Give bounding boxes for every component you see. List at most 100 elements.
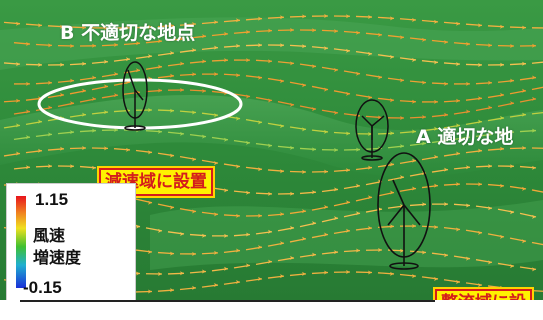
flow-vector-head bbox=[280, 212, 284, 217]
flow-vector-head bbox=[16, 21, 20, 26]
flow-vector-head bbox=[202, 59, 206, 64]
flow-vector-head bbox=[312, 190, 316, 195]
flow-vector-head bbox=[180, 61, 184, 66]
flow-vector-head bbox=[368, 165, 372, 170]
flow-vector-head bbox=[92, 128, 96, 133]
flow-vector-head bbox=[290, 191, 294, 196]
flow-vector-head bbox=[26, 165, 30, 170]
flow-vector-head bbox=[214, 45, 218, 50]
flow-vector-head bbox=[246, 94, 250, 99]
flow-vector-head bbox=[390, 162, 394, 167]
flow-vector-head bbox=[136, 68, 140, 73]
flow-vector-head bbox=[70, 43, 74, 48]
flow-vector-head bbox=[246, 58, 250, 63]
flow-vector-head bbox=[60, 62, 64, 67]
flow-vector bbox=[531, 111, 543, 115]
legend-min-value: -0.15 bbox=[23, 278, 62, 297]
flow-vector-head bbox=[346, 91, 350, 96]
flow-vector-head bbox=[378, 75, 382, 80]
flow-vector-head bbox=[290, 102, 294, 107]
flow-vector-head bbox=[456, 62, 460, 67]
flow-vector-head bbox=[312, 64, 316, 69]
flow-vector-head bbox=[214, 283, 218, 288]
flow-vector-head bbox=[236, 43, 240, 48]
flow-vector-head bbox=[488, 80, 492, 85]
flow-vector-head bbox=[268, 229, 272, 234]
flow-vector-head bbox=[390, 55, 394, 60]
flow-vector-head bbox=[158, 88, 162, 93]
flow-vector-head bbox=[422, 37, 426, 42]
flow-vector-head bbox=[258, 167, 262, 172]
flow-vector-head bbox=[488, 105, 492, 110]
flow-vector-head bbox=[280, 124, 284, 129]
flow-vector-head bbox=[466, 81, 470, 86]
flow-vector-head bbox=[70, 164, 74, 169]
flow-vector-head bbox=[456, 123, 460, 128]
flow-vector-head bbox=[346, 200, 350, 205]
flow-vector-head bbox=[412, 186, 416, 191]
wind-turbine-icon bbox=[355, 99, 389, 161]
flow-vector-head bbox=[224, 137, 228, 142]
flow-vector bbox=[531, 86, 543, 91]
flow-vector-head bbox=[500, 234, 504, 239]
flow-vector-head bbox=[246, 29, 250, 34]
flow-vector-head bbox=[312, 221, 316, 226]
flow-vector-head bbox=[466, 165, 470, 170]
flow-vector-head bbox=[422, 115, 426, 120]
flow-vector-head bbox=[356, 211, 360, 216]
flow-vector-head bbox=[258, 43, 262, 48]
flow-vector-head bbox=[444, 40, 448, 45]
flow-vector-head bbox=[412, 17, 416, 22]
flow-vector-head bbox=[532, 75, 536, 80]
flow-vector-head bbox=[422, 80, 426, 85]
flow-vector-head bbox=[478, 283, 482, 288]
flow-vector-head bbox=[170, 73, 174, 78]
flow-vector-head bbox=[246, 232, 250, 237]
flow-vector-head bbox=[510, 264, 514, 269]
flow-vector-head bbox=[510, 164, 514, 169]
flow-vector-head bbox=[202, 34, 206, 39]
flow-vector-head bbox=[522, 112, 526, 117]
flow-vector-head bbox=[324, 14, 328, 19]
flow-vector-head bbox=[478, 182, 482, 187]
flow-vector-head bbox=[434, 126, 438, 131]
flow-vector-head bbox=[478, 62, 482, 67]
flow-vector-head bbox=[60, 146, 64, 151]
flow-vector-head bbox=[192, 72, 196, 77]
flow-vector-head bbox=[224, 188, 228, 193]
flow-vector-head bbox=[302, 83, 306, 88]
flow-vector-head bbox=[312, 147, 316, 152]
flow-vector-head bbox=[236, 18, 240, 23]
flow-vector-head bbox=[148, 108, 152, 113]
flow-vector-head bbox=[356, 71, 360, 76]
flow-vector-head bbox=[466, 42, 470, 47]
flow-vector-head bbox=[236, 73, 240, 78]
flow-vector-head bbox=[312, 107, 316, 112]
flow-vector-head bbox=[202, 269, 206, 274]
highlight-ellipse bbox=[37, 78, 243, 130]
flow-vector-head bbox=[104, 25, 108, 30]
flow-vector-head bbox=[356, 248, 360, 253]
flow-vector-head bbox=[466, 109, 470, 114]
flow-vector-head bbox=[38, 148, 42, 153]
flow-vector-head bbox=[258, 16, 262, 21]
flow-vector-head bbox=[324, 270, 328, 275]
flow-vector-head bbox=[158, 271, 162, 276]
flow-vector-head bbox=[346, 168, 350, 173]
flow-vector-head bbox=[400, 175, 404, 180]
flow-vector-head bbox=[268, 191, 272, 196]
flow-vector-head bbox=[26, 109, 30, 114]
flow-vector-head bbox=[236, 164, 240, 169]
flow-vector-head bbox=[214, 161, 218, 166]
flow-vector-head bbox=[346, 228, 350, 233]
flow-vector bbox=[531, 189, 543, 193]
flow-vector-head bbox=[346, 131, 350, 136]
flow-vector-head bbox=[224, 266, 228, 271]
flow-vector-head bbox=[258, 75, 262, 80]
flow-vector-head bbox=[170, 288, 174, 293]
flow-vector-head bbox=[302, 209, 306, 214]
flow-vector-head bbox=[422, 202, 426, 207]
flow-vector-head bbox=[224, 31, 228, 36]
flow-vector-head bbox=[456, 151, 460, 156]
